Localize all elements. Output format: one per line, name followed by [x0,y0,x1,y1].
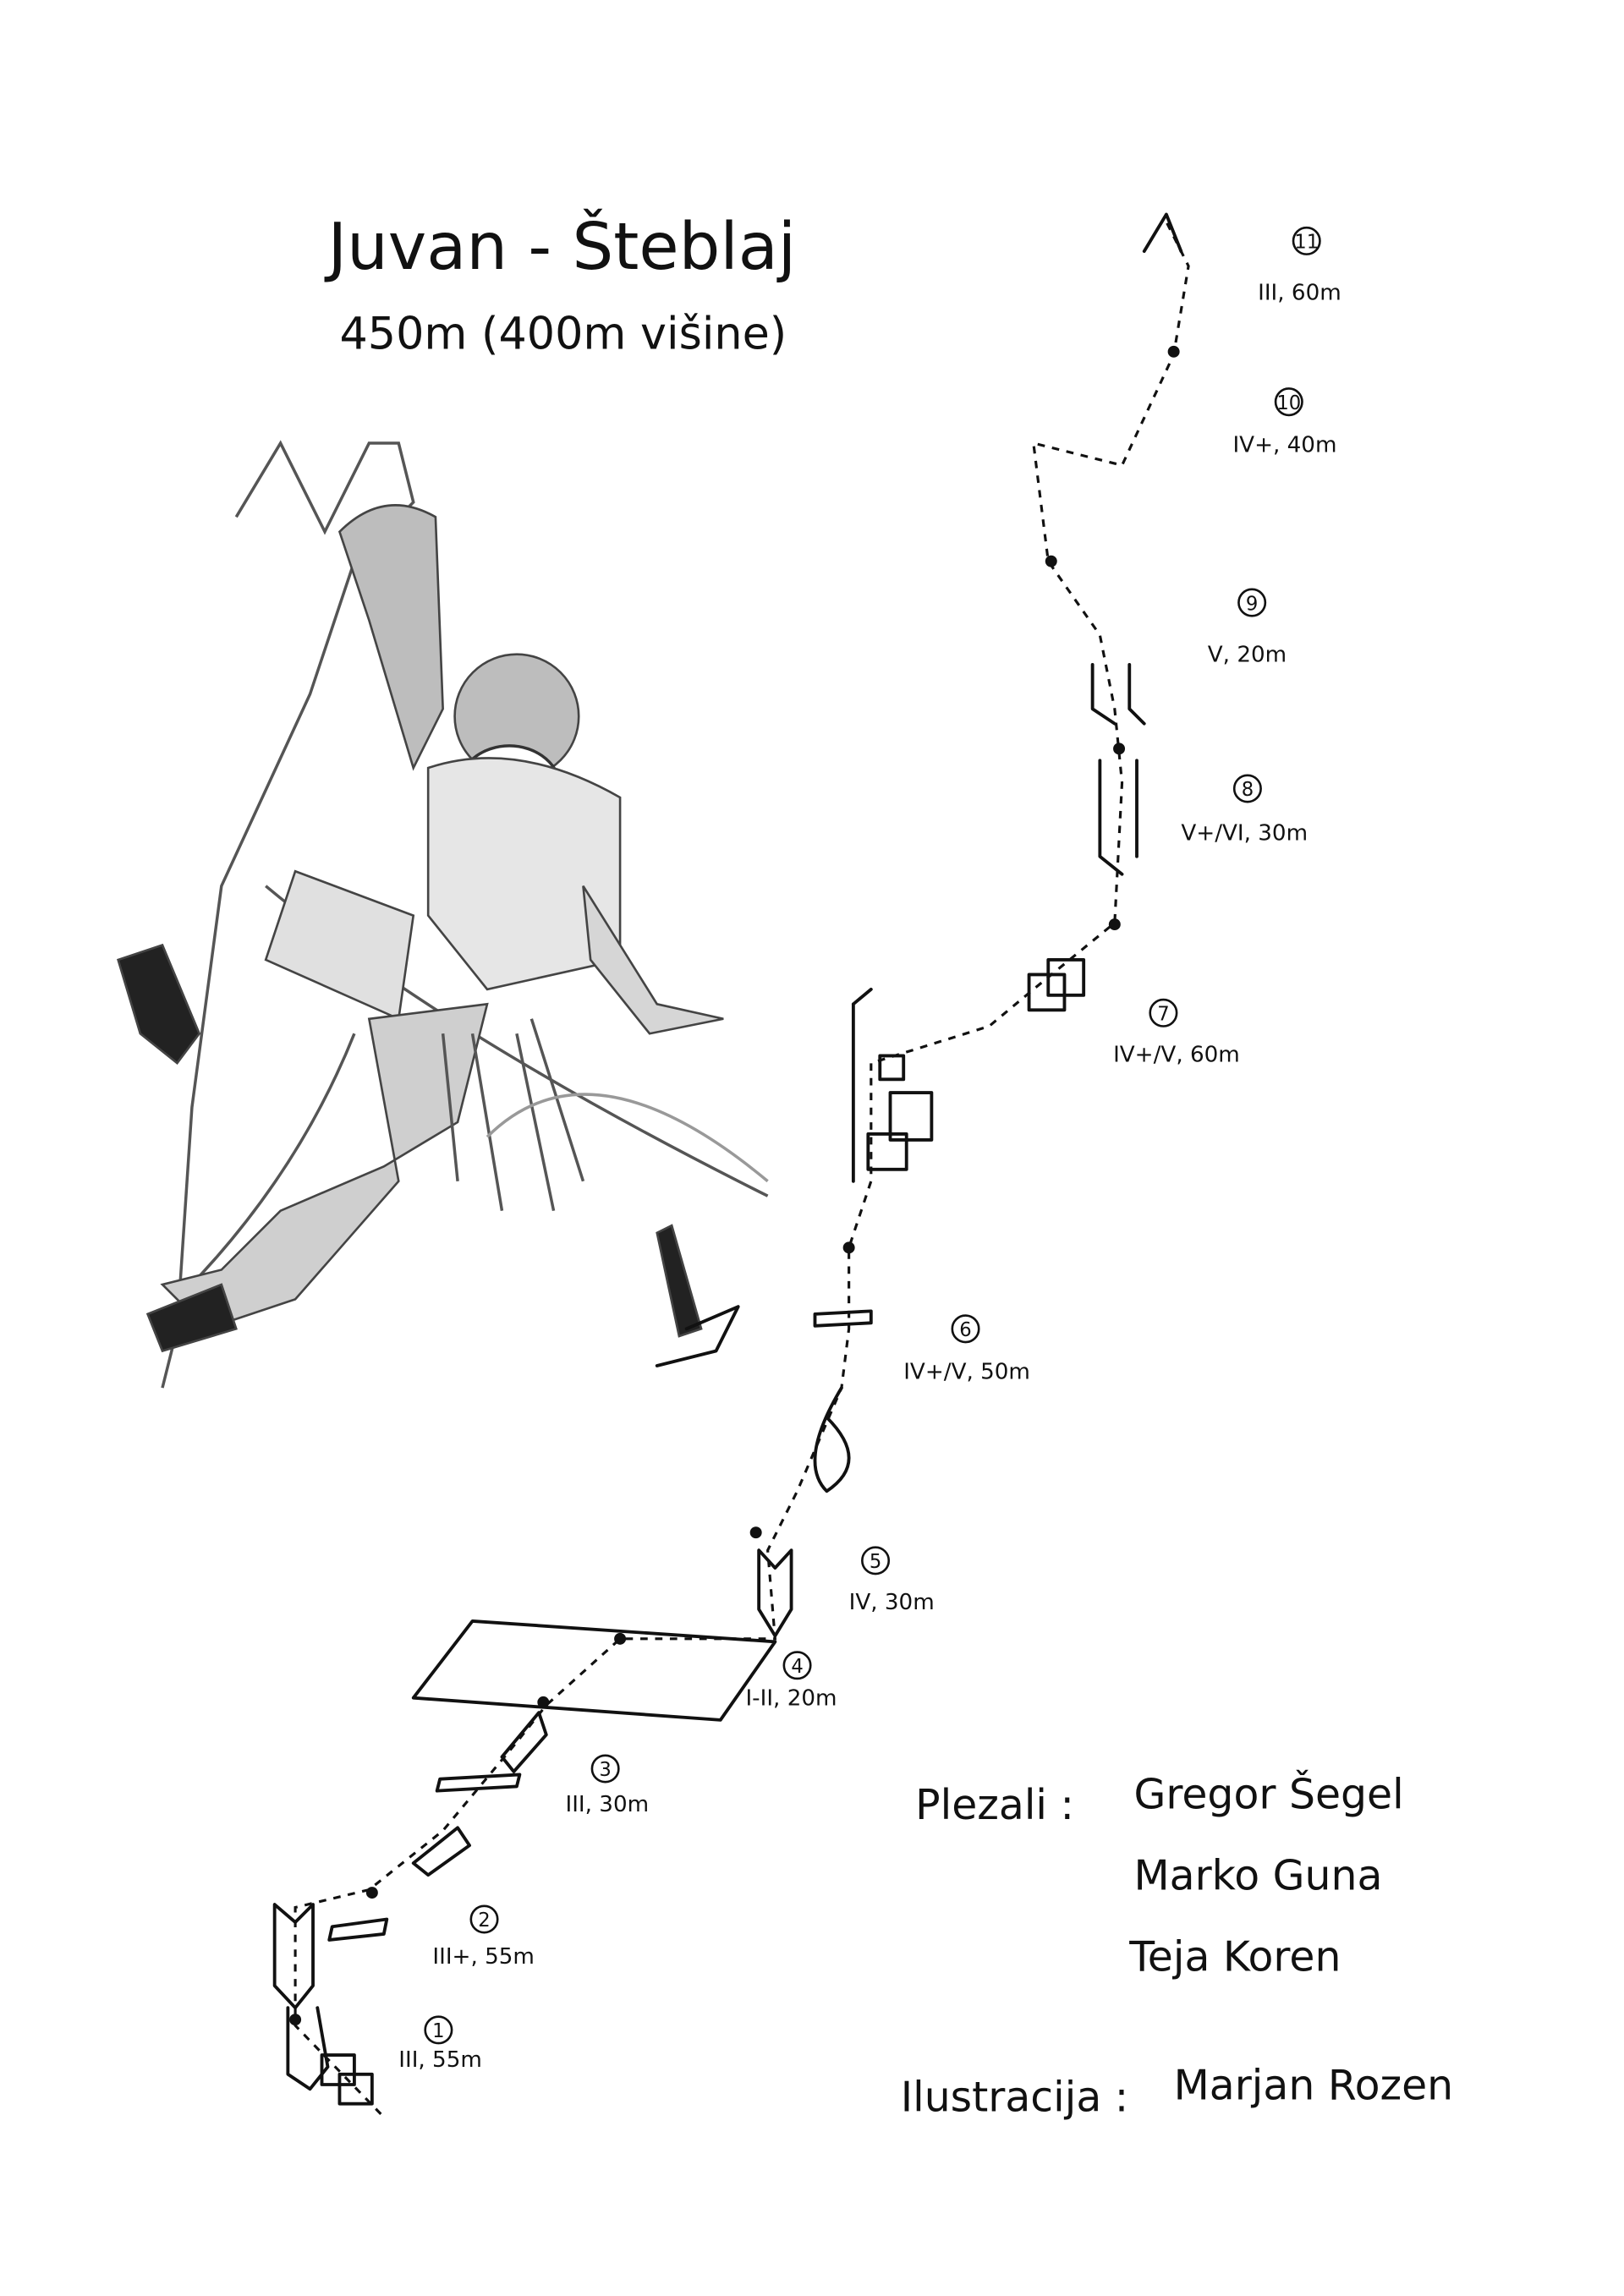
svg-text:2: 2 [478,1910,490,1932]
svg-text:9: 9 [1246,593,1258,615]
pitch-7: 7IV+/V, 60m [1113,998,1240,1067]
route-title: Juvan - Šteblaj [324,208,796,285]
svg-text:I-II, 20m: I-II, 20m [745,1685,837,1711]
climber-name: Teja Koren [1128,1933,1341,1981]
svg-text:III+, 55m: III+, 55m [432,1944,535,1970]
svg-text:10: 10 [1276,392,1301,414]
climber-name: Marko Guna [1134,1852,1383,1900]
ledge [411,1619,777,1722]
route-length: 450m (400m višine) [339,308,787,359]
svg-text:III, 55m: III, 55m [398,2047,482,2073]
svg-text:IV+/V, 60m: IV+/V, 60m [1113,1042,1240,1067]
pitch-5: 5IV, 30m [849,1546,935,1615]
svg-text:V+/VI, 30m: V+/VI, 30m [1181,821,1308,847]
illustrator-name: Marjan Rozen [1174,2061,1454,2109]
pitch-6: 6IV+/V, 50m [903,1314,1030,1385]
climber-name: Gregor Šegel [1134,1771,1404,1819]
svg-text:IV+/V, 50m: IV+/V, 50m [903,1360,1030,1385]
svg-text:7: 7 [1157,1004,1169,1026]
svg-text:1: 1 [432,2020,444,2042]
belay-stations [289,345,1180,2026]
climbers-label: Plezali : [915,1781,1074,1829]
svg-text:8: 8 [1242,779,1254,801]
ice-axe-icon [656,1224,703,1338]
svg-text:3: 3 [599,1759,611,1781]
route-line [272,212,1190,2115]
svg-text:IV+, 40m: IV+, 40m [1232,433,1336,458]
svg-text:III, 60m: III, 60m [1258,281,1341,306]
pitch-8: 8V+/VI, 30m [1181,774,1308,847]
svg-text:6: 6 [959,1319,971,1341]
svg-text:V, 20m: V, 20m [1208,642,1287,667]
climber-illustration [117,440,769,1389]
pitch-9: 9 V, 20m [1208,588,1287,667]
svg-text:4: 4 [791,1656,803,1678]
illustration-label: Ilustracija : [901,2073,1129,2121]
svg-text:5: 5 [870,1551,881,1573]
pitch-4: 4I-II, 20m [745,1651,837,1711]
svg-text:III, 30m: III, 30m [566,1792,650,1817]
svg-text:IV, 30m: IV, 30m [849,1590,935,1615]
credits: Plezali : Gregor Šegel Marko Guna Teja K… [901,1771,1453,2122]
svg-text:11: 11 [1294,232,1319,254]
